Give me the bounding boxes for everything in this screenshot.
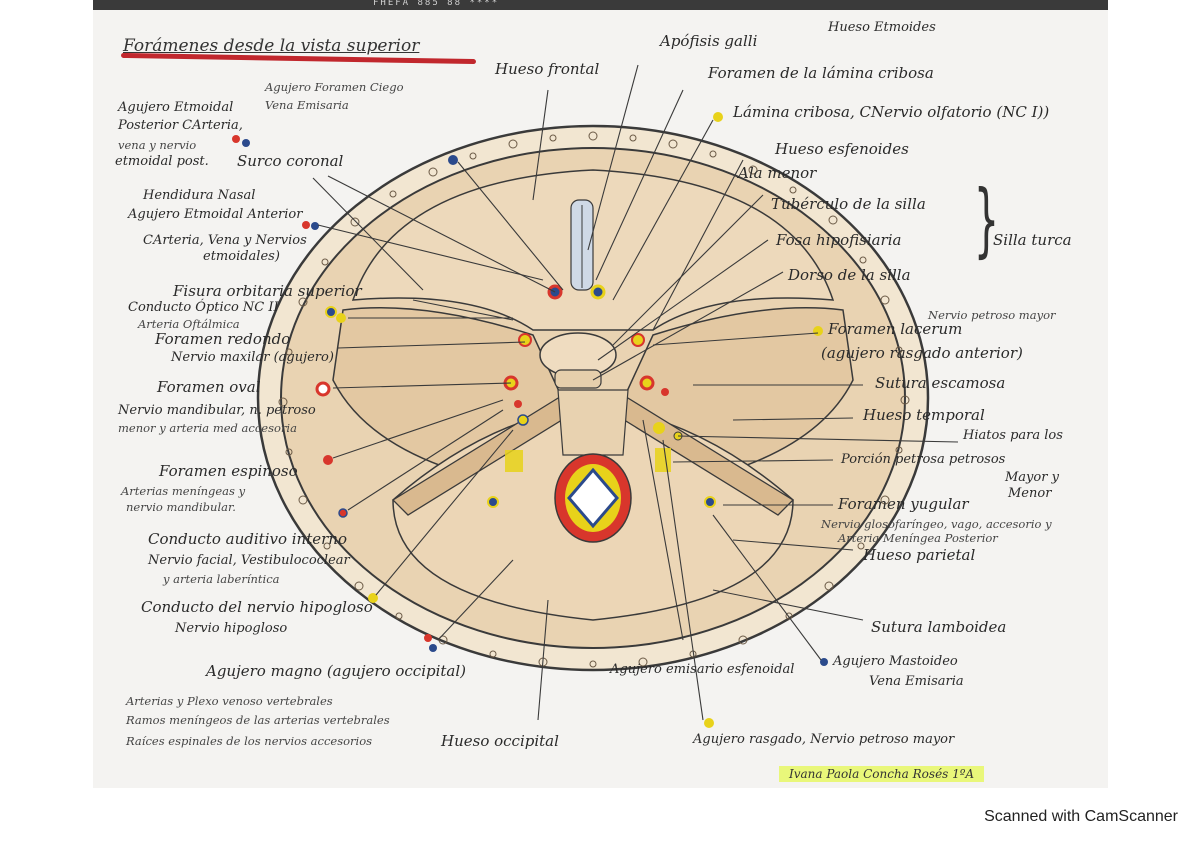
label-fisura-orbitaria: Fisura orbitaria superior	[173, 282, 362, 300]
label-etmoidal-post-4: etmoidal post.	[115, 154, 209, 169]
label-sutura-lamboidea: Sutura lamboidea	[871, 618, 1007, 636]
label-agujero-rasgado-np: Agujero rasgado, Nervio petroso mayor	[693, 732, 955, 747]
label-surco-coronal: Surco coronal	[237, 152, 344, 170]
label-etmoidal-anterior-3: etmoidales)	[203, 249, 280, 264]
label-hueso-occipital: Hueso occipital	[441, 732, 559, 750]
label-nervio-maxilar: Nervio maxilar (agujero)	[171, 350, 334, 365]
label-apofisis-galli: Apófisis galli	[660, 32, 758, 50]
label-vena-emisaria: Vena Emisaria	[265, 98, 349, 112]
label-hiatos: Hiatos para los	[963, 428, 1063, 443]
label-raices-espinales: Raíces espinales de los nervios accesori…	[126, 734, 373, 748]
leader-markers	[232, 112, 828, 728]
skull-base-diagram	[232, 64, 959, 728]
label-nervios-yugular: Nervio glosofaríngeo, vago, accesorio y	[821, 517, 1052, 531]
label-hueso-esfenoides: Hueso esfenoides	[775, 140, 909, 158]
leader-lines	[312, 64, 959, 721]
label-conducto-auditivo: Conducto auditivo interno	[148, 530, 347, 548]
label-agujero-rasgado-anterior: (agujero rasgado anterior)	[821, 344, 1023, 362]
label-mayor-y: Mayor y	[1005, 470, 1059, 485]
label-foramen-lamina: Foramen de la lámina cribosa	[708, 64, 934, 82]
label-porcion-petrosa: Porción petrosa petrosos	[841, 452, 1006, 467]
label-agujero-magno: Agujero magno (agujero occipital)	[206, 662, 467, 680]
label-hueso-frontal: Hueso frontal	[495, 60, 600, 78]
label-nervio-hipogloso: Nervio hipogloso	[175, 621, 288, 636]
label-nervio-mandibular: Nervio mandibular, n. petroso	[118, 403, 316, 418]
label-etmoidal-anterior: Agujero Etmoidal Anterior	[128, 207, 303, 222]
label-nervio-mandibular-3: nervio mandibular.	[126, 500, 236, 514]
label-nervio-petroso-mayor: Nervio petroso mayor	[928, 308, 1056, 322]
label-etmoidal-post-2: Posterior CArteria,	[118, 118, 243, 133]
label-foramen-oval: Foramen oval	[157, 378, 261, 396]
top-dark-strip: FHEFA 885 88 ****	[93, 0, 1108, 10]
label-hueso-parietal: Hueso parietal	[863, 546, 976, 564]
label-dorso-silla: Dorso de la silla	[788, 266, 911, 284]
label-hendidura-nasal: Hendidura Nasal	[143, 188, 256, 203]
label-arterias-plexo: Arterias y Plexo venoso vertebrales	[126, 694, 333, 708]
label-ala-menor: Ala menor	[738, 164, 817, 182]
label-etmoidal-post-1: Agujero Etmoidal	[118, 100, 234, 115]
label-foramen-lacerum: Foramen lacerum	[828, 320, 963, 338]
scanner-watermark: Scanned with CamScanner	[984, 808, 1178, 825]
label-conducto-hipogloso: Conducto del nervio hipogloso	[141, 598, 373, 616]
silla-brace: }	[973, 173, 1000, 266]
label-agujero-mastoideo: Agujero Mastoideo	[833, 654, 958, 669]
label-arteria-laberintica: y arteria laberíntica	[163, 572, 280, 586]
label-foramen-redondo: Foramen redondo	[155, 330, 291, 348]
label-agujero-foramen-ciego: Agujero Foramen Ciego	[265, 80, 404, 94]
label-menor: Menor	[1008, 486, 1052, 501]
label-hueso-etmoides: Hueso Etmoides	[828, 20, 936, 35]
label-arteria-oftalmica: Arteria Oftálmica	[138, 317, 240, 331]
label-foramen-yugular: Foramen yugular	[838, 495, 969, 513]
label-agujero-emisario: Agujero emisario esfenoidal	[610, 662, 795, 677]
label-nervio-mandibular-2: menor y arteria med accesoria	[118, 421, 297, 435]
label-lamina-cribosa: Lámina cribosa, CNervio olfatorio (NC I)…	[733, 103, 1050, 121]
top-strip-text: FHEFA 885 88 ****	[373, 0, 500, 8]
label-arterias-meningeas: Arterias meníngeas y	[121, 484, 246, 498]
label-hueso-temporal: Hueso temporal	[863, 406, 985, 424]
label-arteria-meningea: Arteria Meníngea Posterior	[838, 531, 998, 545]
diploe-pattern	[278, 131, 910, 668]
label-fosa-hipofisiaria: Fosa hipofisiaria	[776, 231, 902, 249]
label-tuberculo: Tubérculo de la silla	[771, 195, 926, 213]
label-ramos-meningeos: Ramos meníngeos de las arterias vertebra…	[126, 713, 390, 727]
label-vena-emisaria-mastoidea: Vena Emisaria	[869, 674, 964, 689]
label-foramen-espinoso: Foramen espinoso	[159, 462, 298, 480]
label-nervio-facial: Nervio facial, Vestibulococlear	[148, 553, 350, 568]
label-etmoidal-anterior-2: CArteria, Vena y Nervios	[143, 233, 307, 248]
diagram-title: Forámenes desde la vista superior	[123, 36, 420, 56]
label-silla-turca: Silla turca	[993, 231, 1072, 249]
author-signature: Ivana Paola Concha Rosés 1ºA	[779, 766, 985, 782]
label-etmoidal-post-3: vena y nervio	[118, 138, 197, 152]
foramina-dots	[487, 284, 716, 508]
label-sutura-escamosa: Sutura escamosa	[875, 374, 1006, 392]
label-conducto-optico: Conducto Óptico NC II	[128, 300, 279, 315]
paper-sheet: FHEFA 885 88 **** Forámenes desde la vis…	[93, 0, 1108, 788]
dorsum-sellae	[554, 369, 602, 389]
